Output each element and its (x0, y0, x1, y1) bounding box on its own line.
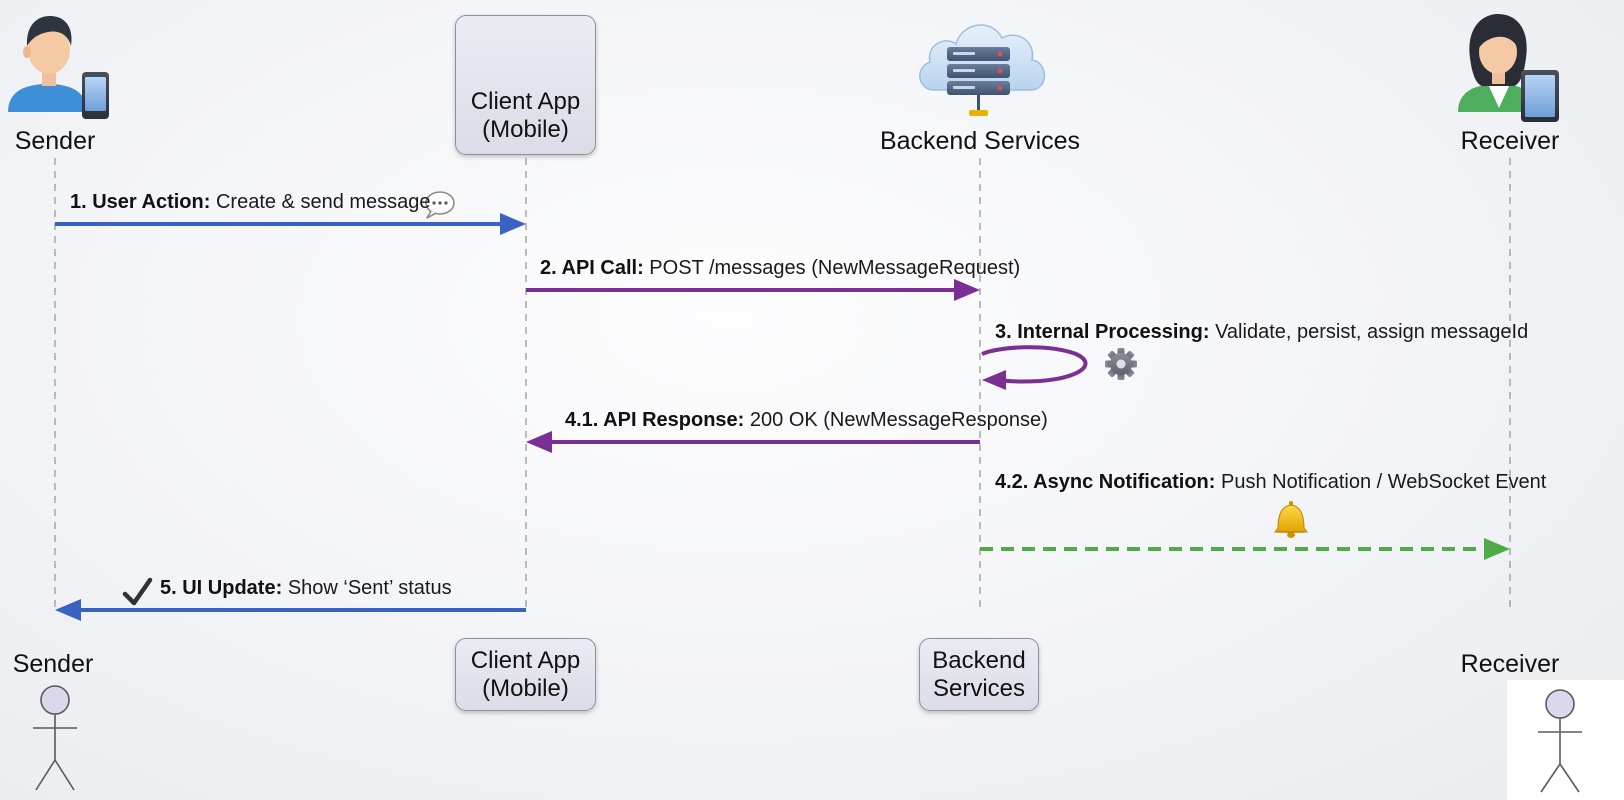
client-app-header-box: Client App (Mobile) (455, 15, 596, 155)
message-4-2-arrow (980, 538, 1510, 560)
woman-with-tablet-icon (1458, 14, 1559, 122)
message-4-1-arrow (526, 431, 980, 453)
backend-footer-box: Backend Services (919, 638, 1039, 711)
message-2-label: 2. API Call: POST /messages (NewMessageR… (540, 256, 1020, 280)
bell-icon (1274, 501, 1308, 538)
message-3-text: Validate, persist, assign messageId (1215, 321, 1529, 343)
message-4-2-prefix: 4.2. Async Notification: (995, 471, 1216, 493)
gear-icon (1105, 348, 1137, 380)
message-3-label: 3. Internal Processing: Validate, persis… (995, 320, 1528, 344)
checkmark-icon (122, 577, 153, 606)
message-4-1-prefix: 4.1. API Response: (565, 409, 745, 431)
message-3-self-loop (981, 345, 1088, 390)
message-1-text: Create & send message (215, 191, 431, 213)
chat-bubble-icon (425, 191, 455, 219)
message-2-arrow (526, 279, 980, 301)
message-4-2-text: Push Notification / WebSocket Event (1220, 471, 1547, 493)
person-with-phone-icon (8, 16, 109, 119)
message-4-2-label: 4.2. Async Notification: Push Notificati… (995, 470, 1546, 494)
message-5-label: 5. UI Update: Show ‘Sent’ status (160, 576, 452, 600)
sender-title: Sender (14, 127, 96, 155)
stick-figure-sender (33, 685, 77, 791)
stick-figure-receiver (1538, 689, 1582, 793)
receiver-footer-title: Receiver (1460, 650, 1560, 678)
lifelines (54, 158, 1511, 612)
client-app-footer-title: Client App (Mobile) (470, 646, 581, 702)
message-4-1-label: 4.1. API Response: 200 OK (NewMessageRes… (565, 408, 1048, 432)
message-1-label: 1. User Action: Create & send message (70, 190, 431, 214)
backend-title: Backend Services (879, 127, 1081, 155)
message-3-prefix: 3. Internal Processing: (995, 321, 1210, 343)
message-5-prefix: 5. UI Update: (160, 577, 283, 599)
backend-footer-title: Backend Services (932, 646, 1026, 702)
message-1-arrow (55, 213, 526, 235)
message-2-text: POST /messages (NewMessageRequest) (649, 257, 1021, 279)
sender-footer-title: Sender (12, 650, 94, 678)
client-app-title: Client App (Mobile) (470, 88, 581, 143)
message-5-arrow (55, 599, 526, 621)
receiver-title: Receiver (1460, 127, 1560, 155)
message-1-prefix: 1. User Action: (70, 191, 211, 213)
client-app-footer-box: Client App (Mobile) (455, 638, 596, 711)
message-2-prefix: 2. API Call: (540, 257, 644, 279)
message-5-text: Show ‘Sent’ status (287, 577, 452, 599)
cloud-server-icon (919, 24, 1046, 116)
message-4-1-text: 200 OK (NewMessageResponse) (749, 409, 1048, 431)
